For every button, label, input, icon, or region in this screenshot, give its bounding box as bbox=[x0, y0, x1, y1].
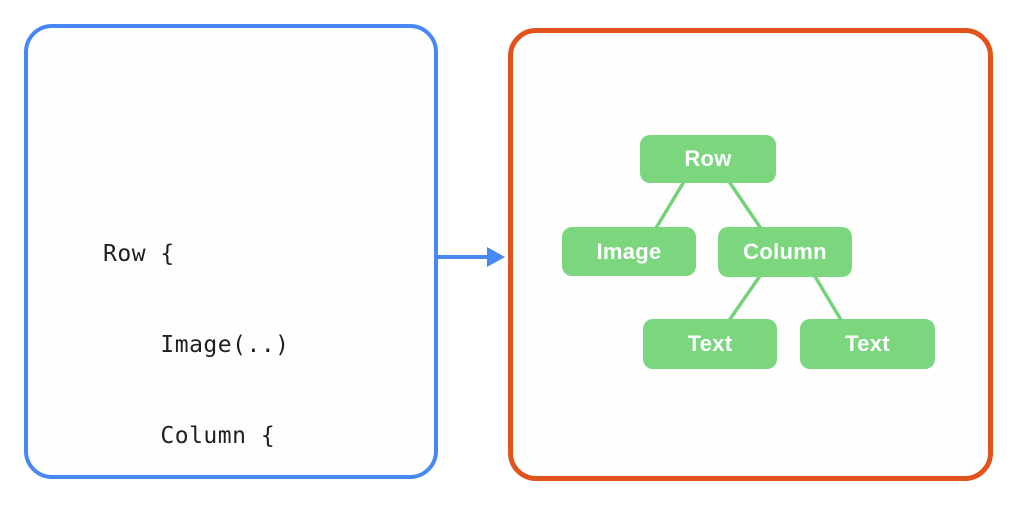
tree-node-column: Column bbox=[718, 227, 852, 277]
right-arrow-icon bbox=[436, 247, 505, 267]
tree-node-text-2: Text bbox=[800, 319, 935, 369]
tree-node-text-1: Text bbox=[643, 319, 777, 369]
code-line: Column { bbox=[103, 423, 276, 450]
tree-edge-column-text2 bbox=[811, 271, 846, 327]
tree-node-image: Image bbox=[562, 227, 696, 276]
code-block: Row { Image(..) Column { Text(..) Text(.… bbox=[103, 178, 333, 506]
tree-edges bbox=[651, 178, 846, 327]
tree-edge-row-column bbox=[726, 178, 766, 235]
tree-edge-row-image bbox=[651, 178, 687, 235]
code-line: Image(..) bbox=[103, 332, 290, 359]
code-line: Row { bbox=[103, 240, 175, 267]
tree-panel: Row Image Column Text Text bbox=[508, 28, 993, 481]
tree-edge-column-text1 bbox=[724, 271, 764, 327]
code-panel: Row { Image(..) Column { Text(..) Text(.… bbox=[24, 24, 438, 479]
tree-node-row: Row bbox=[640, 135, 776, 183]
